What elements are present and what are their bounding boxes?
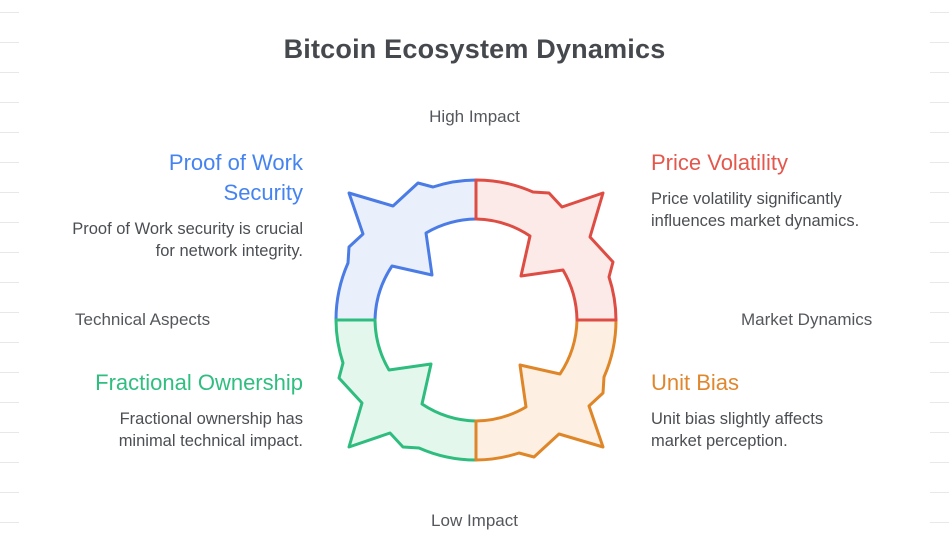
page-title: Bitcoin Ecosystem Dynamics bbox=[283, 34, 666, 65]
ruled-paper-lines-left bbox=[0, 0, 19, 560]
quadrant-price-volatility: Price Volatility Price volatility signif… bbox=[651, 148, 863, 232]
cycle-arrow-bottom-right bbox=[474, 318, 618, 462]
cycle-arrow-top-right bbox=[474, 178, 618, 322]
quadrant-heading: Unit Bias bbox=[651, 370, 740, 395]
quadrant-description: Unit bias slightly affects market percep… bbox=[651, 410, 824, 450]
quadrant-description: Proof of Work security is crucial for ne… bbox=[72, 220, 303, 260]
axis-label-high-impact: High Impact bbox=[429, 107, 520, 126]
quadrant-description: Fractional ownership has minimal technic… bbox=[118, 410, 303, 450]
quadrant-description: Price volatility significantly influence… bbox=[651, 190, 860, 230]
quadrant-heading: Proof of Work Security bbox=[168, 150, 303, 205]
quadrant-fractional-ownership: Fractional Ownership Fractional ownershi… bbox=[68, 368, 303, 452]
quadrant-heading: Fractional Ownership bbox=[95, 370, 303, 395]
cycle-arrow-bottom-left bbox=[334, 318, 478, 462]
cycle-arrow-top-left bbox=[334, 178, 478, 322]
quadrant-heading: Price Volatility bbox=[651, 150, 788, 175]
quadrant-unit-bias: Unit Bias Unit bias slightly affects mar… bbox=[651, 368, 863, 452]
ruled-paper-lines-right bbox=[930, 0, 949, 560]
axis-label-technical-aspects: Technical Aspects bbox=[75, 310, 211, 329]
quadrant-proof-of-work-security: Proof of Work Security Proof of Work sec… bbox=[68, 148, 303, 262]
axis-label-low-impact: Low Impact bbox=[431, 511, 518, 530]
axis-label-market-dynamics: Market Dynamics bbox=[741, 310, 873, 329]
